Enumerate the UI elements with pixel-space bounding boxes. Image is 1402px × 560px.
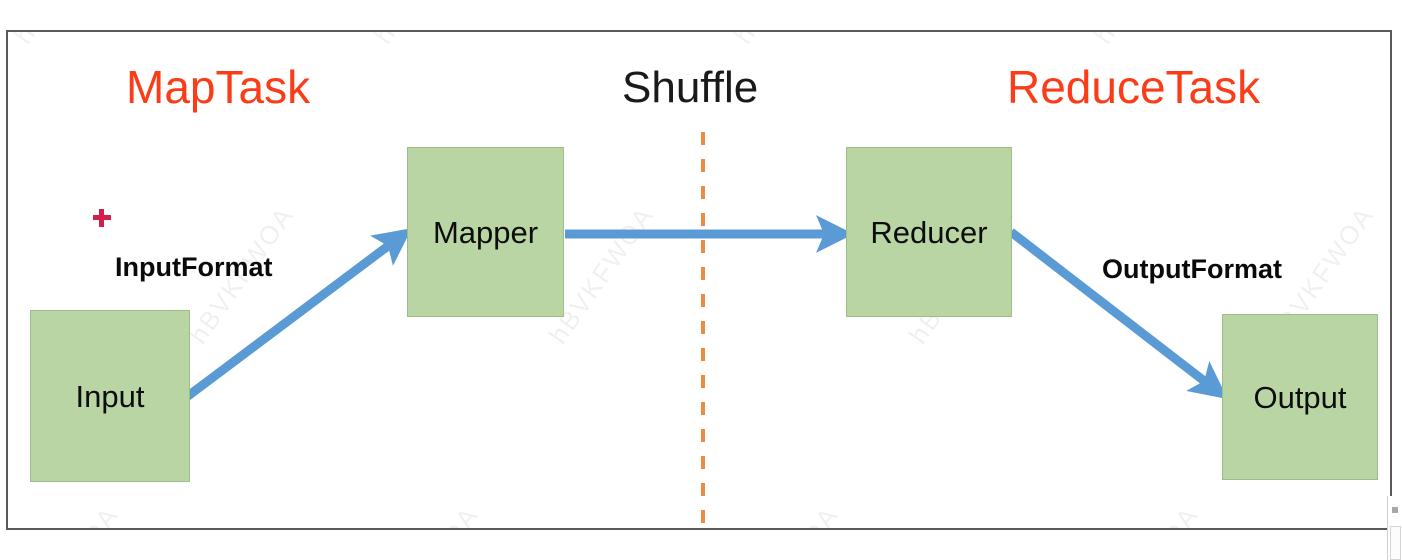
connector-reducer-to-output (1008, 228, 1228, 400)
node-output[interactable]: Output (1222, 314, 1378, 480)
node-mapper[interactable]: Mapper (407, 147, 564, 317)
plus-marker-icon (93, 209, 111, 227)
node-output-label: Output (1253, 379, 1347, 415)
node-reducer[interactable]: Reducer (846, 147, 1012, 317)
heading-shuffle: Shuffle (622, 63, 759, 112)
heading-reducetask: ReduceTask (1007, 61, 1261, 113)
scrollbar-thumb[interactable] (1390, 526, 1401, 560)
slide-frame: hBVKFWOAhBVKFWOAhBVKFWOAhBVKFWOAhBVKFWOA… (6, 30, 1392, 530)
node-reducer-label: Reducer (870, 214, 988, 250)
heading-maptask: MapTask (126, 61, 311, 113)
label-inputformat: InputFormat (115, 252, 273, 282)
label-outputformat: OutputFormat (1102, 254, 1282, 284)
node-mapper-label: Mapper (432, 214, 539, 250)
connector-layer (181, 132, 1228, 528)
connector-input-to-mapper (181, 228, 412, 403)
node-input[interactable]: Input (30, 310, 190, 482)
scrollbar-arrow-icon[interactable] (1392, 507, 1398, 513)
node-input-label: Input (75, 378, 145, 414)
scrollbar-sliver[interactable] (1387, 496, 1402, 560)
